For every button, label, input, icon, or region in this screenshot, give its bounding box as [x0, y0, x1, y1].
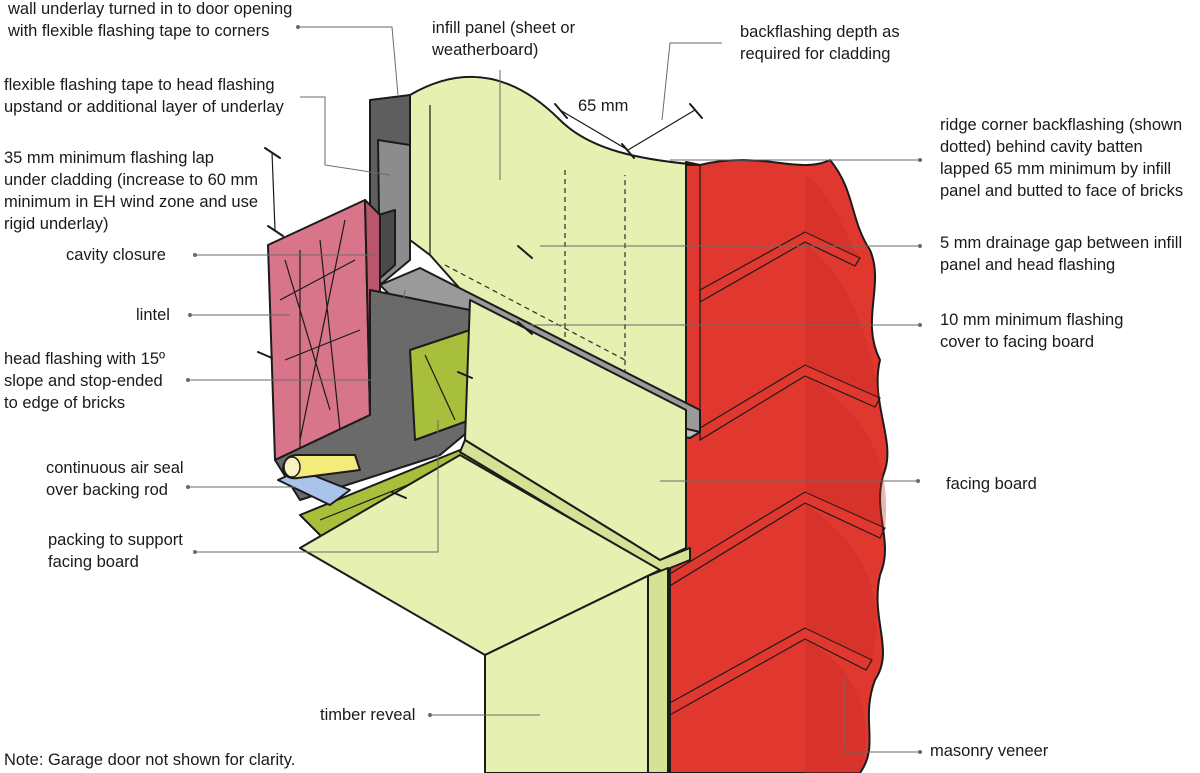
label-infill-panel: infill panel (sheet or weatherboard)	[432, 19, 576, 59]
timber-reveal	[299, 454, 669, 773]
label-wall-underlay: wall underlay turned in to door opening …	[8, 0, 293, 40]
leader-dots	[186, 25, 922, 754]
label-facing-board: facing board	[946, 475, 1037, 493]
label-cavity-closure: cavity closure	[66, 246, 166, 264]
backing-rod	[277, 454, 361, 506]
facing-board	[459, 299, 691, 573]
label-flashing-cover: 10 mm minimum flashing cover to facing b…	[940, 311, 1124, 351]
label-masonry-veneer: masonry veneer	[930, 742, 1049, 760]
label-lintel: lintel	[136, 306, 170, 324]
label-air-seal: continuous air seal over backing rod	[46, 459, 184, 499]
leader-lines	[188, 26, 920, 753]
label-flashing-lap: 35 mm minimum flashing lap under claddin…	[4, 149, 259, 233]
note-text: Note: Garage door not shown for clarity.	[4, 751, 296, 769]
label-flashing-tape: flexible flashing tape to head flashing …	[4, 76, 284, 116]
masonry-veneer	[667, 159, 889, 773]
label-dimension-65mm: 65 mm	[578, 97, 629, 115]
label-backflashing-depth: backflashing depth as required for cladd…	[740, 23, 900, 63]
label-ridge-corner-backflashing: ridge corner backflashing (shown dotted)…	[940, 116, 1184, 200]
label-drainage-gap: 5 mm drainage gap between infill panel a…	[940, 234, 1183, 274]
label-timber-reveal: timber reveal	[320, 706, 416, 724]
label-packing: packing to support facing board	[48, 531, 183, 571]
label-head-flashing: head flashing with 15º slope and stop-en…	[4, 350, 166, 412]
dimension-marks	[257, 103, 703, 499]
